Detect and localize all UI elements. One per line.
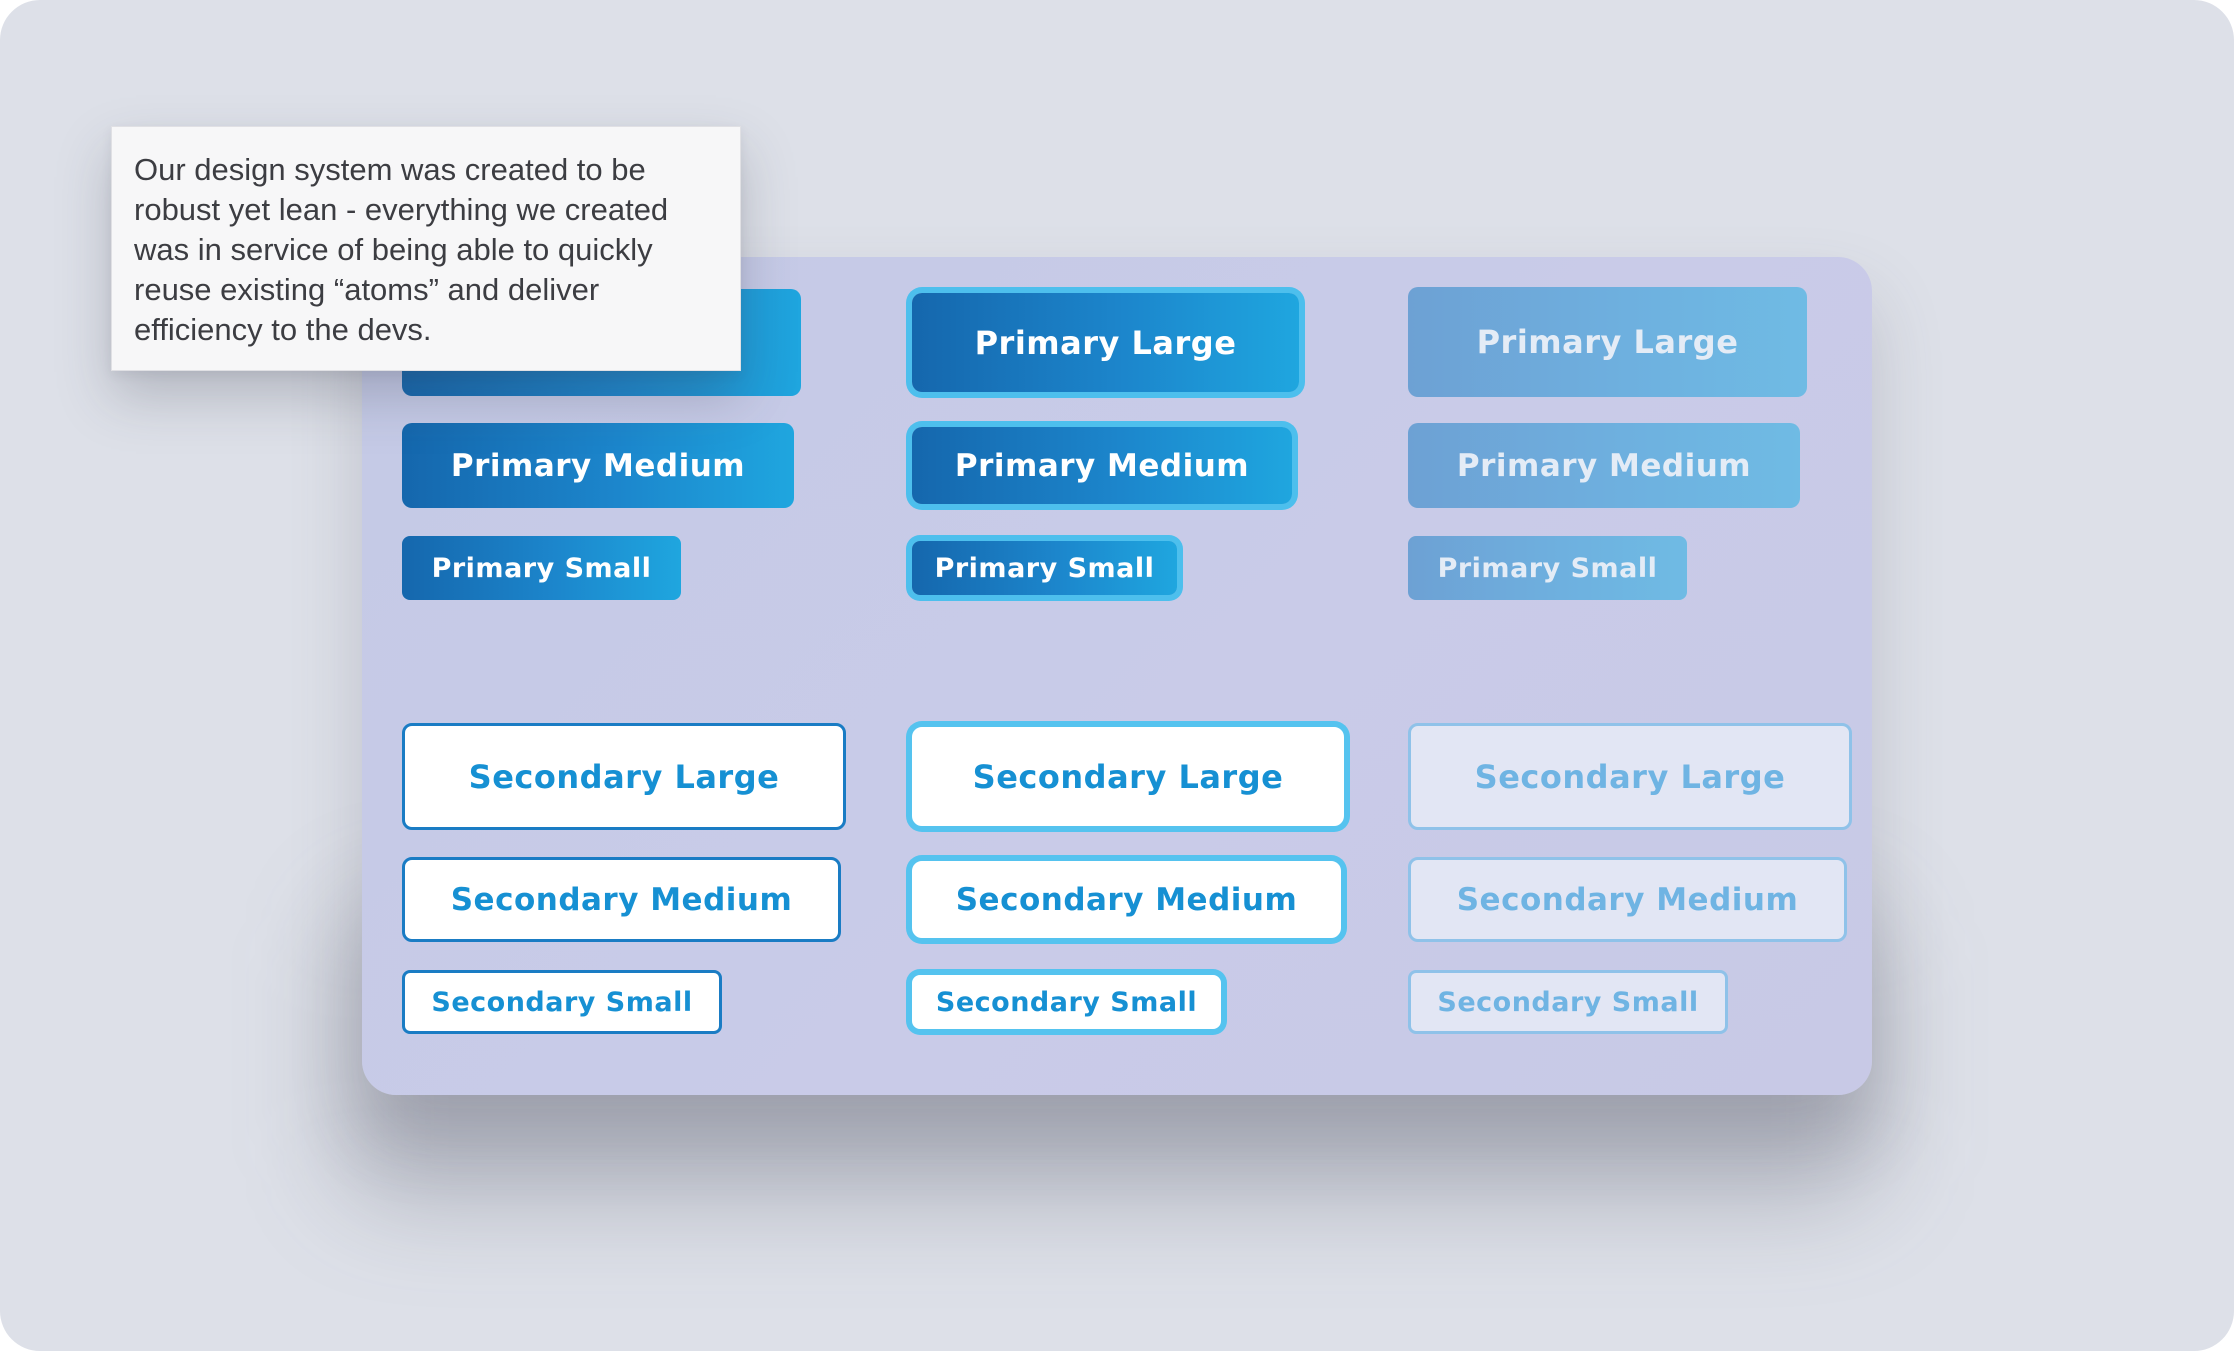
primary-large-button-disabled[interactable]: Primary Large <box>1408 287 1807 397</box>
annotation-text: Our design system was created to be robu… <box>134 152 669 347</box>
primary-small-button-focused[interactable]: Primary Small <box>912 541 1177 595</box>
primary-small-button-disabled[interactable]: Primary Small <box>1408 536 1687 600</box>
secondary-small-button[interactable]: Secondary Small <box>402 970 722 1034</box>
primary-medium-button-disabled[interactable]: Primary Medium <box>1408 423 1800 508</box>
secondary-large-button-focused[interactable]: Secondary Large <box>912 727 1344 826</box>
secondary-medium-button[interactable]: Secondary Medium <box>402 857 841 942</box>
secondary-large-button[interactable]: Secondary Large <box>402 723 846 830</box>
secondary-medium-button-focused[interactable]: Secondary Medium <box>912 861 1341 938</box>
primary-medium-button[interactable]: Primary Medium <box>402 423 794 508</box>
annotation-tooltip: Our design system was created to be robu… <box>111 126 741 371</box>
secondary-small-button-focused[interactable]: Secondary Small <box>912 975 1221 1029</box>
secondary-large-button-disabled[interactable]: Secondary Large <box>1408 723 1852 830</box>
secondary-small-button-disabled[interactable]: Secondary Small <box>1408 970 1728 1034</box>
primary-medium-button-focused[interactable]: Primary Medium <box>912 427 1292 504</box>
primary-small-button[interactable]: Primary Small <box>402 536 681 600</box>
secondary-medium-button-disabled[interactable]: Secondary Medium <box>1408 857 1847 942</box>
primary-large-button-focused[interactable]: Primary Large <box>912 293 1299 392</box>
